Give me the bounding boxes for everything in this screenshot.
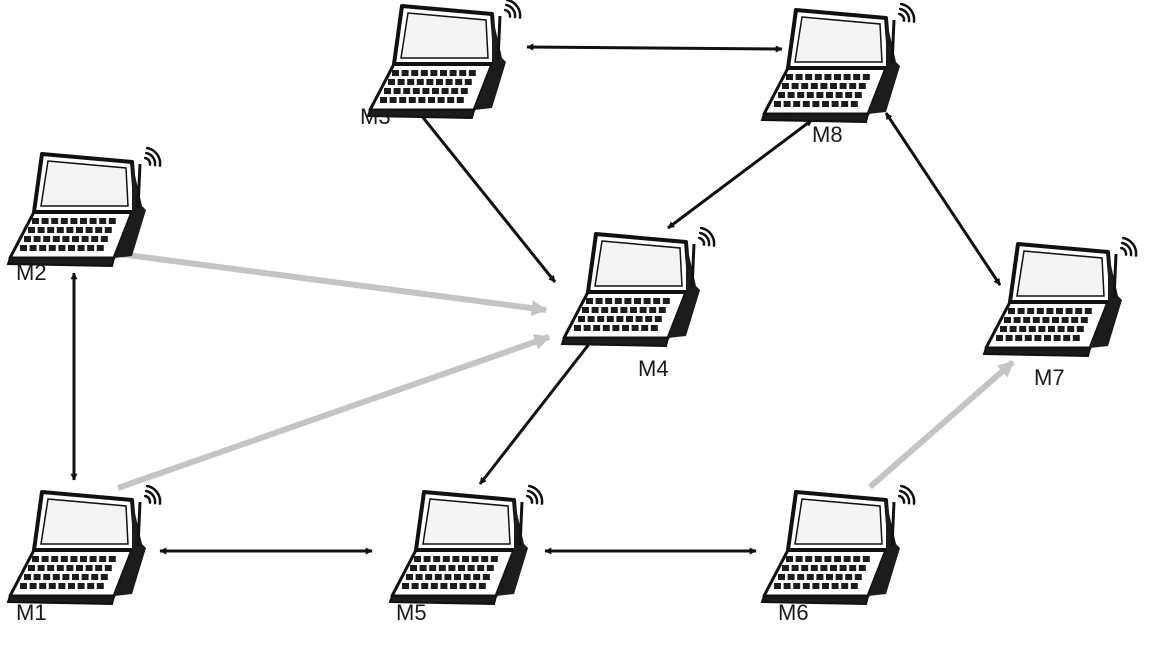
node-label: M4: [638, 356, 669, 381]
node-label: M2: [16, 260, 47, 285]
laptop-wireless-icon: [760, 2, 916, 124]
laptop-wireless-icon: [560, 226, 716, 348]
laptop-wireless-icon: [6, 146, 162, 268]
link-m3-m8: [526, 43, 783, 53]
node-m2: M2: [6, 146, 162, 285]
node-m5: M5: [388, 484, 544, 625]
node-label: M6: [778, 600, 809, 625]
node-m8: M8: [760, 2, 916, 147]
laptop-wireless-icon: [366, 0, 522, 120]
node-m7: M7: [982, 236, 1138, 390]
node-label: M8: [812, 122, 843, 147]
link-m8-m7: [884, 112, 1002, 286]
node-m6: M6: [760, 484, 916, 625]
node-label: M7: [1034, 365, 1065, 390]
node-m1: M1: [6, 484, 162, 625]
link-m5-m4: [478, 329, 602, 485]
links-layer: [70, 43, 1015, 555]
link-m3-m4: [415, 109, 557, 283]
node-label: M1: [16, 600, 47, 625]
node-label: M5: [396, 600, 427, 625]
link-m1-m4: [117, 334, 551, 491]
link-m8-m4: [667, 118, 813, 230]
laptop-wireless-icon: [6, 484, 162, 606]
laptop-wireless-icon: [982, 236, 1138, 358]
link-m6-m7: [868, 359, 1015, 490]
link-m2-m4: [119, 251, 548, 317]
node-label: M3: [360, 104, 391, 129]
node-m3: M3: [360, 0, 522, 129]
laptop-wireless-icon: [760, 484, 916, 606]
laptop-wireless-icon: [388, 484, 544, 606]
node-m4: M4: [560, 226, 716, 381]
